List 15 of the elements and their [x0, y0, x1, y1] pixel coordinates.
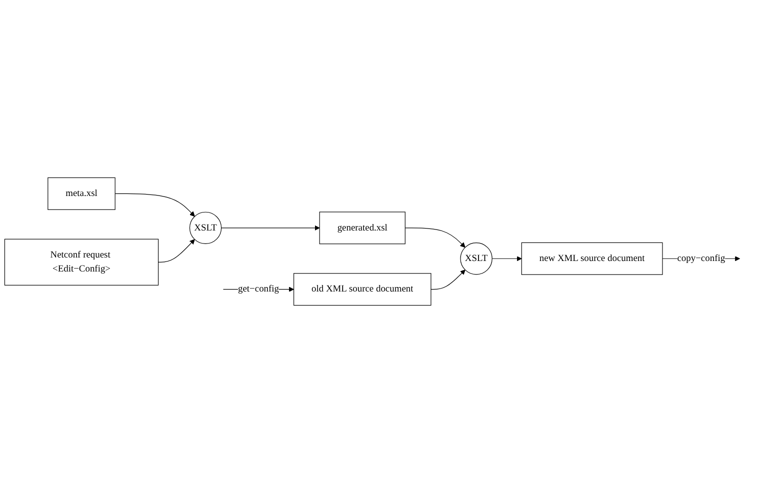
- edge-label: copy−config: [677, 253, 726, 264]
- arrow: [492, 256, 522, 262]
- edge-label: get−config: [238, 284, 280, 294]
- arrow: [114, 193, 195, 217]
- node-circle: XSLT: [460, 242, 492, 275]
- node-box: meta.xsl: [48, 177, 116, 210]
- arrow: [404, 228, 466, 248]
- node-box: Netconf request <Edit−Config>: [4, 238, 159, 286]
- node-box: generated.xsl: [319, 212, 406, 244]
- arrow: [158, 239, 195, 262]
- node-circle: XSLT: [189, 212, 222, 244]
- arrow: [221, 225, 320, 230]
- arrow: [430, 270, 466, 290]
- node-box: new XML source document: [521, 242, 663, 275]
- node-box: old XML source document: [294, 273, 432, 306]
